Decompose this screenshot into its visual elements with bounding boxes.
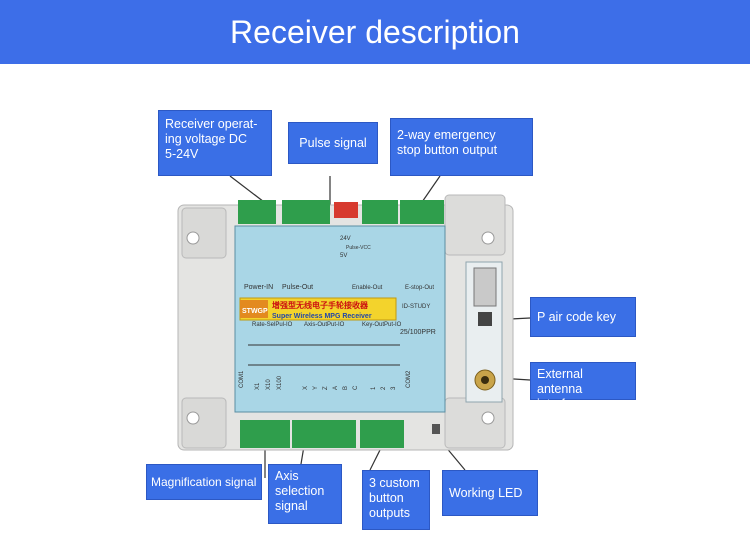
io-label: X100 [277,375,283,390]
com2-label: COM2 [406,370,412,388]
callout-magnification: Magnification signal [146,464,262,500]
callout-pulse-signal: Pulse signal [288,122,378,164]
callout-pair-code-key: P air code key [530,297,636,337]
axis-label: Axis-OutPut-IO [304,322,345,328]
com1-label: COM1 [239,370,245,388]
callout-estop: 2-way emergency stop button output [390,118,533,176]
io-label: X1 [255,382,261,390]
key-label: Key-OutPut-IO [362,322,402,328]
io-label: B [343,386,349,390]
v5-label: 5V [340,253,347,259]
io-label: X [303,386,309,390]
callout-working-led: Working LED [442,470,538,516]
callout-custom-buttons: 3 custom button outputs [362,470,430,530]
pulse-vcc-label: Pulse-VCC [346,245,371,251]
page-title: Receiver description [230,14,520,50]
io-label: A [333,386,339,390]
rate-label: Rate-SelPul-IO [252,322,293,328]
ppr-label: 25/100PPR [400,329,436,336]
v24-label: 24V [340,236,351,242]
key-io-label: 2 [381,386,387,390]
brand-label: STWGP [242,308,268,315]
io-label: C [353,385,359,390]
title-cn: 增强型无线电子手轮接收器 [272,300,369,310]
id-label: ID-STUDY [402,304,430,310]
pulse-label: Pulse-Out [282,284,313,291]
io-label: Y [313,386,319,390]
callout-antenna: External antenna interface [530,362,636,411]
estop-label: E-stop-Out [405,285,434,291]
callout-axis: Axis selection signal [268,464,342,524]
io-label: Z [323,386,329,390]
power-label: Power-IN [244,284,273,291]
key-io-label: 1 [371,386,377,390]
key-io-label: 3 [391,386,397,390]
callout-voltage: Receiver operat- ing voltage DC 5-24V [158,110,272,176]
enable-label: Enable-Out [352,285,383,291]
header-banner [0,0,750,64]
bottom-terminals [240,420,440,448]
io-label: X10 [266,379,272,390]
top-terminals [238,200,444,224]
title-en: Super Wireless MPG Receiver [272,313,372,320]
relay-diagram [248,344,400,366]
